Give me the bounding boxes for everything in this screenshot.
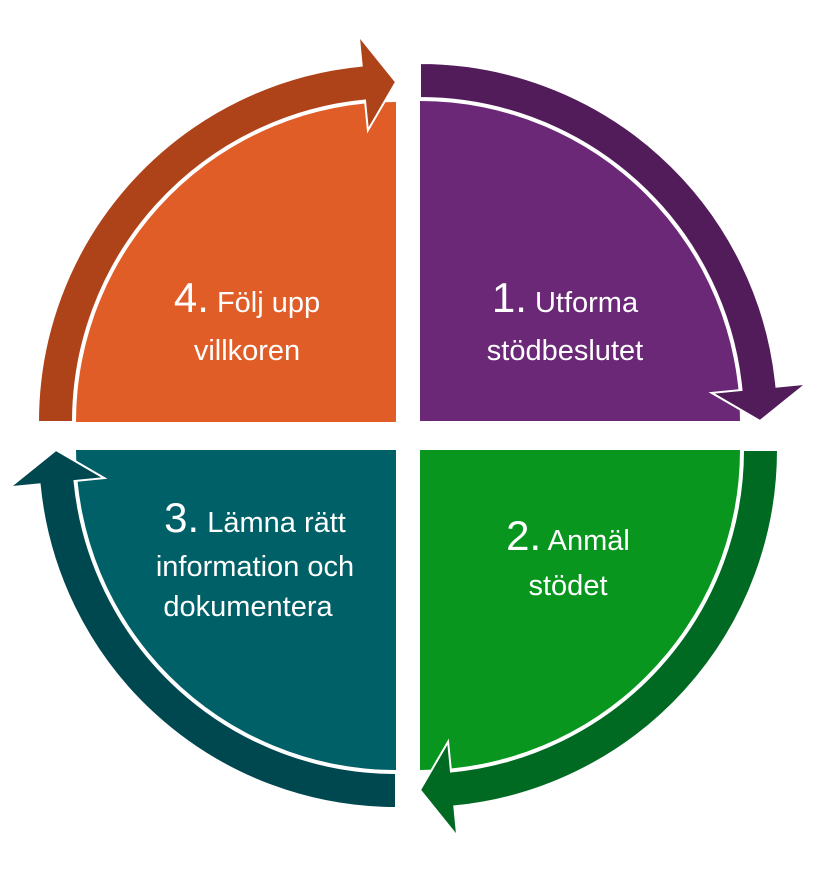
step-1-arrow-icon	[419, 61, 810, 423]
step-3-label: 3. Lämna rätt information och dokumenter…	[156, 494, 354, 623]
step-4-label: 4. Följ upp villkoren	[174, 274, 320, 367]
step-3-arrow-icon	[6, 448, 397, 810]
svg-text:4. Följ upp: 4. Följ upp	[174, 274, 320, 321]
step-3-number: 3.	[164, 494, 199, 541]
step-1-quadrant	[420, 101, 740, 421]
step-3-line1: Lämna rätt	[207, 507, 346, 539]
step-4-arrow-icon	[36, 32, 398, 423]
step-3-line2: information och	[156, 551, 354, 583]
step-2-number: 2.	[506, 512, 541, 559]
step-1-number: 1.	[492, 274, 527, 321]
step-1-line2: stödbeslutet	[487, 335, 643, 367]
step-2-label: 2. Anmäl stödet	[506, 512, 630, 602]
step-4-line2: villkoren	[194, 335, 300, 367]
step-3-line3: dokumentera	[163, 591, 333, 623]
svg-text:1. Utforma: 1. Utforma	[492, 274, 639, 321]
step-3-quadrant	[76, 450, 396, 770]
step-2-line2: stödet	[529, 570, 608, 602]
step-2-arrow-icon	[418, 449, 780, 840]
step-2-line1: Anmäl	[548, 525, 630, 557]
svg-text:2. Anmäl: 2. Anmäl	[506, 512, 630, 559]
step-4-quadrant	[76, 102, 396, 422]
step-4-number: 4.	[174, 274, 209, 321]
step-4-line1: Följ upp	[217, 287, 320, 319]
step-1-label: 1. Utforma stödbeslutet	[487, 274, 643, 367]
step-2-quadrant	[420, 450, 740, 770]
step-1-line1: Utforma	[535, 287, 639, 319]
svg-text:3. Lämna rätt: 3. Lämna rätt	[164, 494, 346, 541]
